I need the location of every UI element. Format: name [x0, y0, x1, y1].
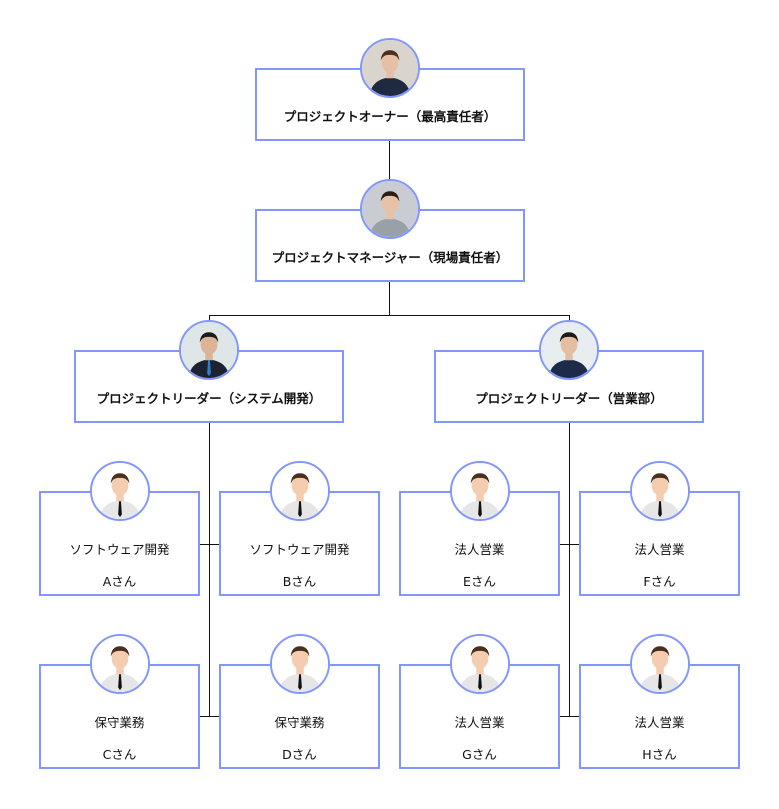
leader-photo [179, 320, 239, 380]
person-avatar-icon [269, 461, 330, 521]
role-title: プロジェクトリーダー（営業部） [475, 391, 663, 406]
role-title: プロジェクトオーナー（最高責任者） [283, 109, 497, 124]
member-department: ソフトウェア開発 [69, 542, 170, 557]
person-avatar-icon [89, 634, 150, 694]
member-department: 法人営業 [634, 715, 685, 730]
member-name: Fさん [643, 574, 676, 589]
connector-row1-left [199, 544, 219, 545]
connector-row2-right [559, 716, 579, 717]
connector-leaders-horizontal [209, 315, 570, 316]
member-name: Eさん [463, 574, 496, 589]
connector-manager-down [389, 281, 390, 315]
member-department: ソフトウェア開発 [249, 542, 350, 557]
member-name: Hさん [642, 747, 677, 762]
person-avatar-icon [269, 634, 330, 694]
member-name: Dさん [282, 747, 317, 762]
person-avatar-icon [629, 634, 690, 694]
member-department: 法人営業 [634, 542, 685, 557]
role-title: プロジェクトリーダー（システム開発） [96, 391, 322, 406]
person-avatar-icon [449, 634, 510, 694]
connector-leader-right-up [569, 315, 570, 323]
role-title: プロジェクトマネージャー（現場責任者） [271, 250, 509, 265]
person-avatar-icon [449, 461, 510, 521]
leader-photo [539, 320, 599, 380]
owner-photo [360, 38, 420, 98]
manager-photo [360, 179, 420, 239]
member-name: Cさん [102, 747, 137, 762]
member-department: 法人営業 [454, 715, 505, 730]
member-department: 法人営業 [454, 542, 505, 557]
member-name: Aさん [102, 574, 137, 589]
person-avatar-icon [89, 461, 150, 521]
member-department: 保守業務 [274, 715, 325, 730]
connector-owner-manager [389, 140, 390, 180]
connector-row1-right [559, 544, 579, 545]
connector-row2-left [199, 716, 219, 717]
member-name: Gさん [462, 747, 497, 762]
member-department: 保守業務 [94, 715, 145, 730]
person-avatar-icon [629, 461, 690, 521]
connector-leader-left-down [209, 422, 210, 717]
connector-leader-left-up [209, 315, 210, 323]
member-name: Bさん [282, 574, 317, 589]
connector-leader-right-down [569, 422, 570, 717]
